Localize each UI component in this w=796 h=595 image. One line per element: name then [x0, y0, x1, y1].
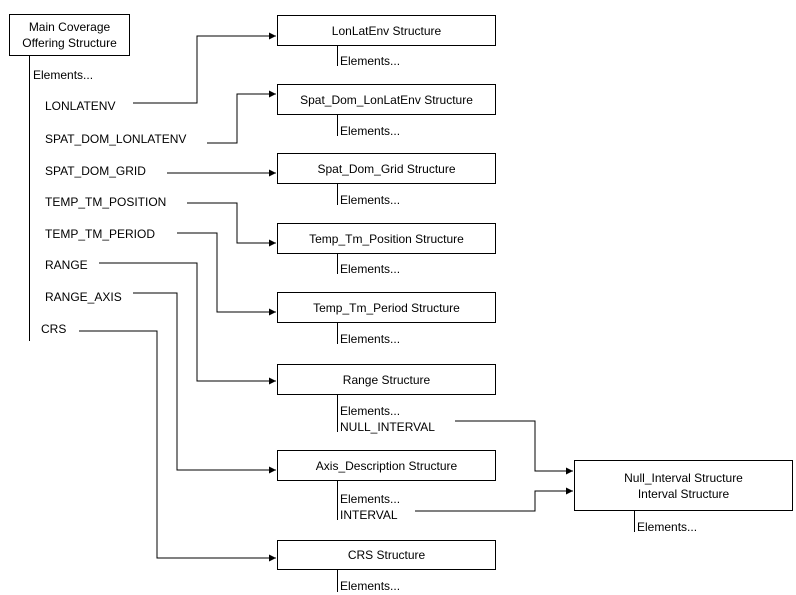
temp-tm-period-connector [177, 232, 276, 316]
element-lonlatenv: LONLATENV [45, 99, 116, 113]
temp-tm-period-structure-title: Temp_Tm_Period Structure [313, 300, 460, 315]
element-range-axis: RANGE_AXIS [45, 290, 122, 304]
main-coverage-title-line2: Offering Structure [22, 36, 117, 50]
axis-description-structure-box: Axis_Description Structure [277, 450, 496, 481]
spat-dom-lonlatenv-structure-title: Spat_Dom_LonLatEnv Structure [300, 92, 473, 107]
temp-tm-position-structure-title: Temp_Tm_Position Structure [309, 231, 464, 246]
main-coverage-box: Main Coverage Offering Structure [9, 14, 130, 56]
spat-dom-lonlatenv-structure-box: Spat_Dom_LonLatEnv Structure [277, 84, 496, 115]
spat-dom-grid-structure-box: Spat_Dom_Grid Structure [277, 153, 496, 184]
range-elements-label: Elements... [340, 404, 401, 418]
spat-dom-lonlatenv-connector [207, 90, 276, 144]
range-null-interval-label: NULL_INTERVAL [340, 420, 435, 434]
range-structure-title: Range Structure [342, 372, 431, 387]
main-elements-label: Elements... [33, 68, 94, 82]
interval-structure-box: Null_Interval Structure Interval Structu… [574, 460, 793, 511]
crs-structure-box: CRS Structure [277, 540, 496, 570]
element-crs: CRS [41, 322, 67, 336]
spat-dom-grid-structure-title: Spat_Dom_Grid Structure [317, 161, 456, 176]
range-axis-connector [133, 292, 276, 474]
crs-connector [79, 330, 276, 562]
lonlatenv-structure-box: LonLatEnv Structure [277, 15, 496, 46]
element-spat-dom-grid: SPAT_DOM_GRID [45, 164, 146, 178]
interval-connector [415, 487, 573, 512]
main-coverage-title-line1: Main Coverage [28, 20, 111, 34]
temp-tm-period-structure-box: Temp_Tm_Period Structure [277, 292, 496, 323]
element-range: RANGE [45, 258, 88, 272]
interval-elements-label: Elements... [637, 520, 698, 534]
interval-structure-title-line2: Interval Structure [637, 486, 730, 501]
element-temp-tm-position: TEMP_TM_POSITION [45, 195, 167, 209]
temp-tm-position-structure-box: Temp_Tm_Position Structure [277, 223, 496, 254]
temp-tm-position-elements-label: Elements... [340, 262, 401, 276]
lonlatenv-elements-label: Elements... [340, 54, 401, 68]
crs-structure-title: CRS Structure [347, 548, 426, 562]
interval-structure-title-line1: Null_Interval Structure [624, 470, 743, 485]
range-connector [99, 262, 276, 385]
crs-elements-label: Elements... [340, 579, 401, 593]
spat-dom-grid-elements-label: Elements... [340, 193, 401, 207]
spat-dom-lonlatenv-elements-label: Elements... [340, 124, 401, 138]
temp-tm-period-elements-label: Elements... [340, 332, 401, 346]
null-interval-connector [455, 420, 573, 475]
element-spat-dom-lonlatenv: SPAT_DOM_LONLATENV [45, 132, 187, 146]
element-temp-tm-period: TEMP_TM_PERIOD [45, 227, 156, 241]
lonlatenv-connector [133, 32, 276, 104]
temp-tm-position-connector [187, 202, 276, 247]
axis-description-structure-title: Axis_Description Structure [315, 458, 458, 473]
axis-description-elements-label: Elements... [340, 492, 401, 506]
lonlatenv-structure-title: LonLatEnv Structure [331, 23, 442, 38]
axis-description-interval-label: INTERVAL [340, 508, 398, 522]
range-structure-box: Range Structure [277, 364, 496, 395]
